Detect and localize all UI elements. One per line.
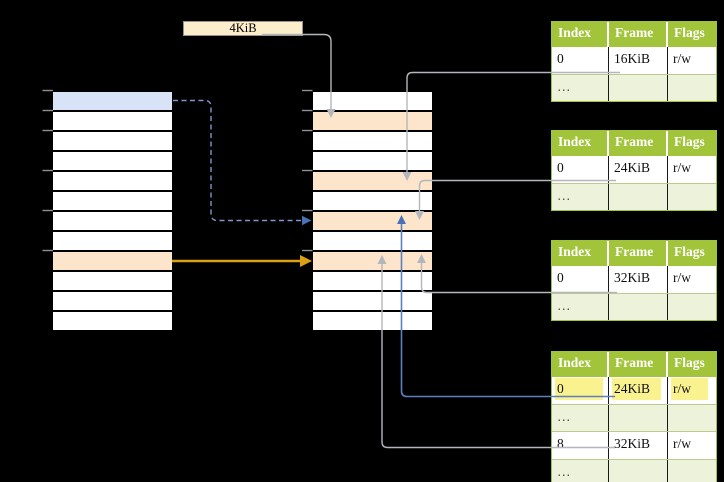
table-cell: 8 <box>552 432 609 459</box>
left-memory-row-white <box>53 169 172 190</box>
table-cell <box>668 75 716 102</box>
column-header-index: Index <box>552 241 609 266</box>
table-cell <box>668 294 716 321</box>
column-header-frame: Frame <box>609 241 668 266</box>
physical-memory-column <box>313 89 432 332</box>
left-memory-row-white <box>53 289 172 310</box>
left-memory-row-blue <box>53 89 172 110</box>
table-cell <box>609 404 668 431</box>
table-cell: 0 <box>552 377 609 404</box>
table-cell: r/w <box>673 270 691 285</box>
middle-memory-row-white <box>313 89 432 110</box>
middle-memory-row-white <box>313 189 432 210</box>
table-cell <box>609 74 668 101</box>
highlighted-value: 0 <box>555 378 603 400</box>
table-cell <box>668 460 716 482</box>
page-size-label: 4KiB <box>183 21 303 36</box>
column-header-frame: Frame <box>609 352 668 377</box>
table-row-ellipsis: … <box>552 292 716 321</box>
left-memory-row-white <box>53 229 172 250</box>
middle-memory-row-orange <box>313 109 432 130</box>
table-cell <box>609 293 668 320</box>
table-cell: r/w <box>673 51 691 66</box>
table-cell: 32KiB <box>609 266 668 293</box>
left-memory-row-white <box>53 129 172 150</box>
table-cell: 24KiB <box>609 377 668 404</box>
table-cell: 0 <box>552 47 609 74</box>
middle-memory-row-orange <box>313 249 432 270</box>
column-header-frame: Frame <box>609 131 668 156</box>
arrowhead-right-icon <box>300 255 312 267</box>
middle-memory-row-white <box>313 269 432 290</box>
table-cell: 32KiB <box>609 432 668 459</box>
arrowhead-right-icon <box>302 215 312 226</box>
middle-memory-row-white <box>313 229 432 250</box>
table-cell: … <box>552 459 609 482</box>
table-cell: … <box>552 74 609 101</box>
middle-memory-row-orange <box>313 209 432 230</box>
table-row-ellipsis: … <box>552 458 716 482</box>
table-cell: r/w <box>673 436 691 451</box>
column-header-frame: Frame <box>609 22 668 47</box>
table-cell: … <box>552 404 609 431</box>
middle-memory-row-orange <box>313 169 432 190</box>
left-memory-row-white <box>53 309 172 332</box>
table-row-entry: 0 24KiB r/w <box>552 377 716 404</box>
table-cell: 0 <box>552 266 609 293</box>
table-cell: 0 <box>552 156 609 183</box>
column-header-index: Index <box>552 352 609 377</box>
middle-memory-row-white <box>313 129 432 150</box>
left-memory-row-white <box>53 269 172 290</box>
highlighted-value: 24KiB <box>612 378 661 400</box>
table-cell: 16KiB <box>609 47 668 74</box>
middle-memory-row-white <box>313 309 432 332</box>
column-header-flags: Flags <box>674 355 705 370</box>
left-memory-row-white <box>53 109 172 130</box>
table-row-ellipsis: … <box>552 73 716 102</box>
table-cell: 24KiB <box>609 156 668 183</box>
arrow-virtual-page-to-frame-dashed <box>173 99 302 222</box>
column-header-flags: Flags <box>674 25 705 40</box>
table-row-ellipsis: … <box>552 403 716 432</box>
column-header-flags: Flags <box>674 244 705 259</box>
left-memory-row-white <box>53 209 172 230</box>
table-cell: r/w <box>668 377 716 404</box>
middle-memory-row-white <box>313 149 432 170</box>
virtual-memory-column <box>53 89 172 332</box>
table-cell <box>668 184 716 211</box>
middle-memory-row-white <box>313 289 432 310</box>
table-cell: … <box>552 183 609 210</box>
table-cell <box>668 405 716 432</box>
left-memory-row-white <box>53 189 172 210</box>
left-memory-row-white <box>53 149 172 170</box>
column-header-index: Index <box>552 131 609 156</box>
table-cell <box>609 183 668 210</box>
column-header-index: Index <box>552 22 609 47</box>
table-row-ellipsis: … <box>552 182 716 211</box>
left-memory-row-orange <box>53 249 172 270</box>
column-header-flags: Flags <box>674 134 705 149</box>
table-cell: … <box>552 293 609 320</box>
table-cell: r/w <box>673 160 691 175</box>
table-cell <box>609 459 668 482</box>
highlighted-value: r/w <box>671 378 708 400</box>
